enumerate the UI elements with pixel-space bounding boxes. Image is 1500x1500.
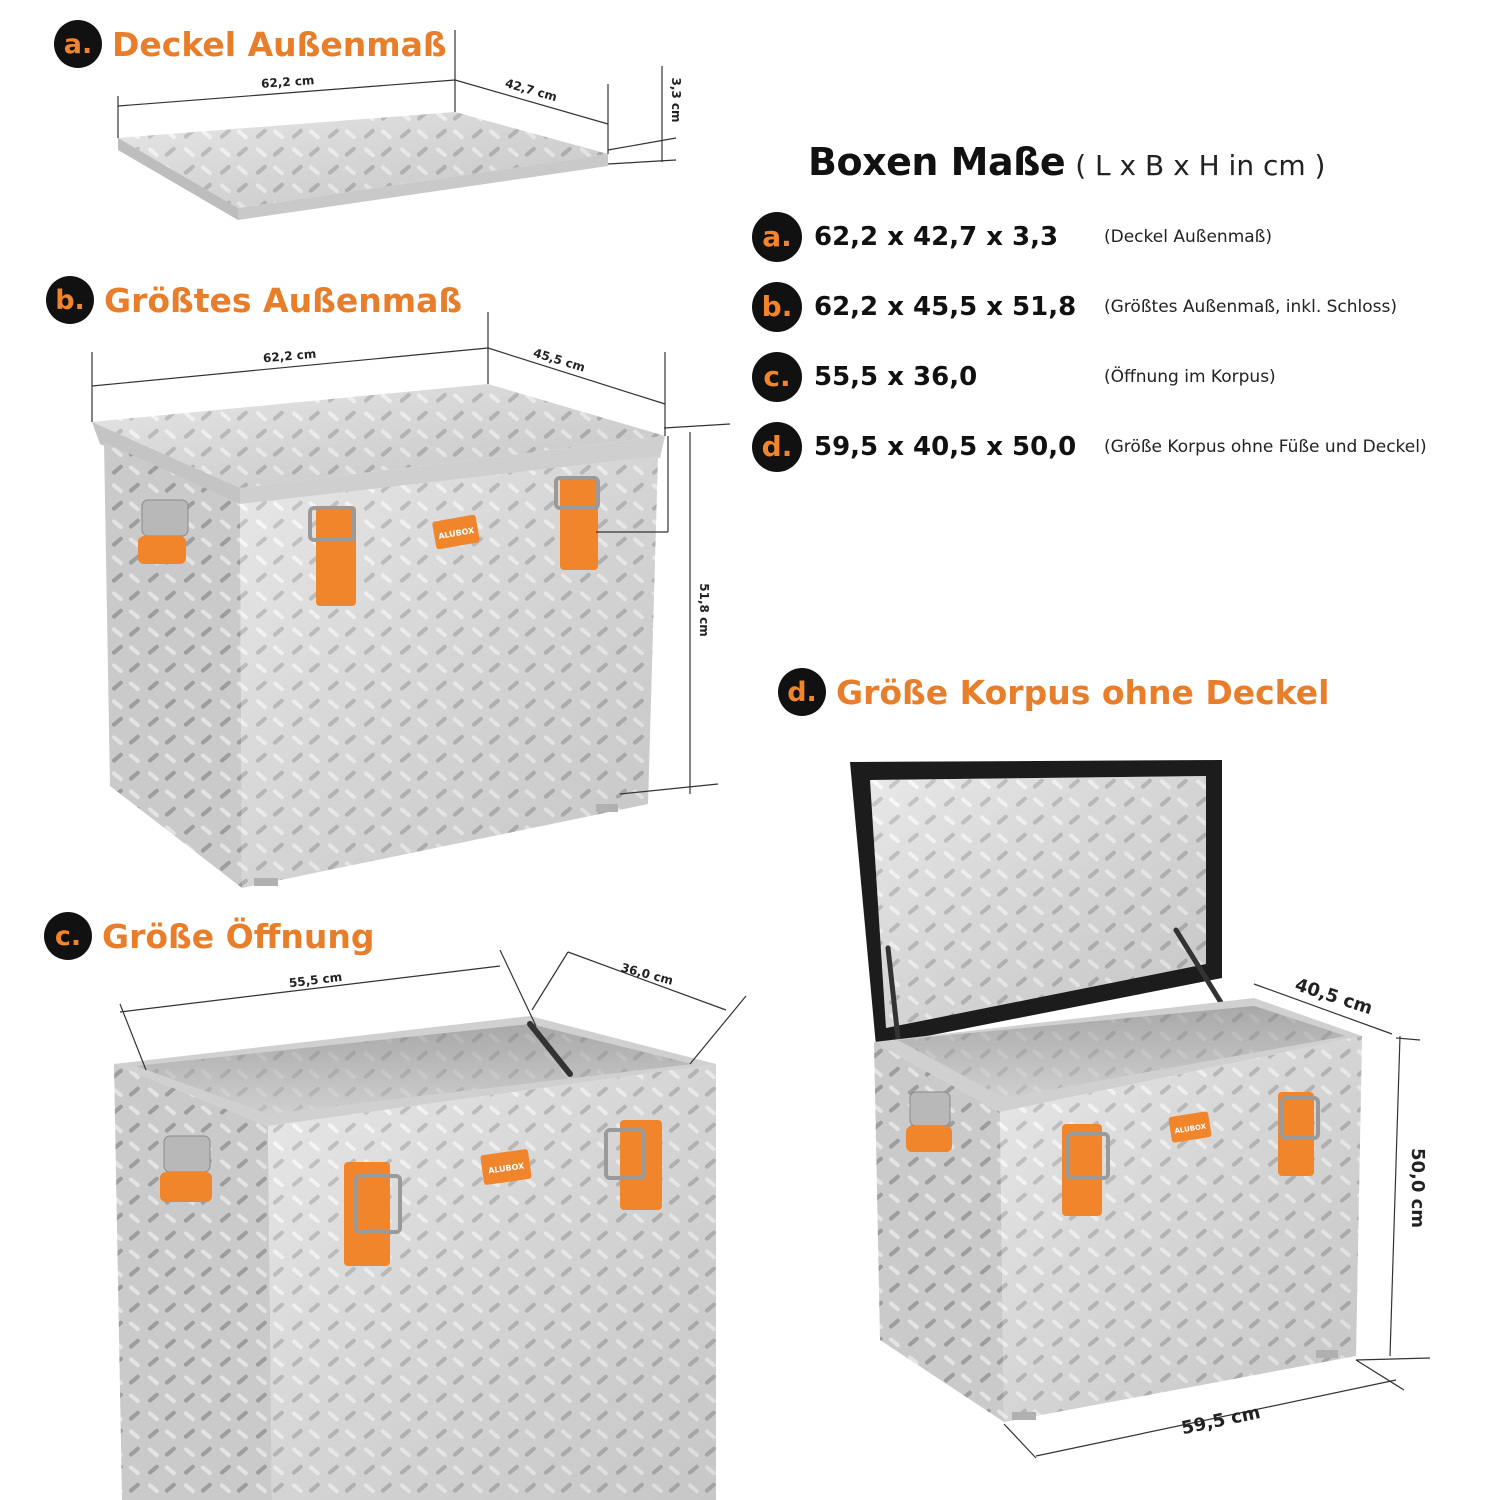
section-title-b: b. Größtes Außenmaß: [46, 274, 462, 326]
lid-illustration: 62,2 cm 42,7 cm 3,3 cm: [117, 30, 683, 220]
body-latch-left: [1062, 1124, 1102, 1216]
spec-note-d: (Größe Korpus ohne Füße und Deckel): [1104, 437, 1427, 457]
body-length-label: 59,5 cm: [1179, 1402, 1262, 1439]
section-badge-d: d.: [778, 668, 826, 716]
closed-box-latch-right: [560, 476, 598, 570]
closed-box-brand-plate: [432, 514, 480, 550]
body-illustration: ALUBOX 40,5 cm 50,0 cm 59,5 cm: [850, 760, 1431, 1459]
spec-value-a: 62,2 x 42,7 x 3,3: [814, 222, 1059, 252]
body-brand-plate: [1168, 1111, 1212, 1143]
spec-value-c: 55,5 x 36,0: [814, 362, 978, 392]
opening-width-label: 36,0 cm: [619, 960, 674, 987]
box-height-label: 51,8 cm: [697, 583, 711, 636]
spec-note-a: (Deckel Außenmaß): [1104, 227, 1273, 247]
spec-badge-d: d.: [752, 422, 802, 472]
spec-badge-a: a.: [752, 212, 802, 262]
closed-box-handle: [141, 499, 189, 537]
body-handle: [909, 1091, 951, 1127]
body-latch-right: [1278, 1092, 1314, 1176]
spec-value-d: 59,5 x 40,5 x 50,0: [814, 432, 1077, 462]
section-heading-a: Deckel Außenmaß: [112, 24, 447, 64]
section-heading-d: Größe Korpus ohne Deckel: [836, 672, 1330, 712]
spec-row-b: b. 62,2 x 45,5 x 51,8 (Größtes Außenmaß,…: [752, 272, 1492, 342]
spec-panel: Boxen Maße ( L x B x H in cm ) a. 62,2 x…: [752, 140, 1492, 482]
section-title-c: c. Größe Öffnung: [44, 910, 375, 962]
spec-badge-c: c.: [752, 352, 802, 402]
lid-length-label: 62,2 cm: [261, 73, 315, 91]
closed-box-illustration: ALUBOX 62,2 cm 45,5 cm 51,8 cm: [91, 312, 731, 888]
lid-width-label: 42,7 cm: [504, 76, 559, 104]
section-badge-b: b.: [46, 276, 94, 324]
lid-side-front: [238, 154, 608, 220]
open-box-handle-grip: [160, 1172, 212, 1202]
section-heading-b: Größtes Außenmaß: [104, 280, 463, 320]
opening-length-label: 55,5 cm: [288, 970, 343, 990]
open-box-strap: [527, 1021, 573, 1077]
spec-note-b: (Größtes Außenmaß, inkl. Schloss): [1104, 297, 1398, 317]
spec-heading-title: Boxen Maße: [808, 140, 1066, 184]
spec-heading-units: ( L x B x H in cm ): [1075, 149, 1326, 182]
spec-value-b: 62,2 x 45,5 x 51,8: [814, 292, 1077, 322]
closed-box-handle-grip: [138, 536, 186, 564]
open-box-brand-plate: [480, 1149, 532, 1185]
spec-badge-b: b.: [752, 282, 802, 332]
lid-side-left: [118, 138, 238, 220]
open-box-side: [114, 1064, 272, 1500]
section-heading-c: Größe Öffnung: [102, 916, 375, 956]
spec-row-a: a. 62,2 x 42,7 x 3,3 (Deckel Außenmaß): [752, 202, 1492, 272]
section-badge-a: a.: [54, 20, 102, 68]
section-title-a: a. Deckel Außenmaß: [54, 18, 447, 70]
section-title-d: d. Größe Korpus ohne Deckel: [778, 666, 1329, 718]
box-length-label: 62,2 cm: [262, 347, 316, 366]
opening-illustration: ALUBOX 55,5 cm 36,0 cm: [114, 949, 747, 1500]
body-height-label: 50,0 cm: [1407, 1148, 1428, 1228]
spec-heading: Boxen Maße ( L x B x H in cm ): [808, 140, 1492, 202]
open-box-latch-right: [620, 1120, 662, 1210]
body-handle-grip: [906, 1126, 952, 1152]
spec-row-d: d. 59,5 x 40,5 x 50,0 (Größe Korpus ohne…: [752, 412, 1492, 482]
section-badge-c: c.: [44, 912, 92, 960]
open-box-handle: [163, 1135, 211, 1173]
closed-box-latch-left: [316, 506, 356, 606]
lid-height-label: 3,3 cm: [669, 77, 683, 122]
spec-row-c: c. 55,5 x 36,0 (Öffnung im Korpus): [752, 342, 1492, 412]
spec-note-c: (Öffnung im Korpus): [1104, 367, 1276, 387]
